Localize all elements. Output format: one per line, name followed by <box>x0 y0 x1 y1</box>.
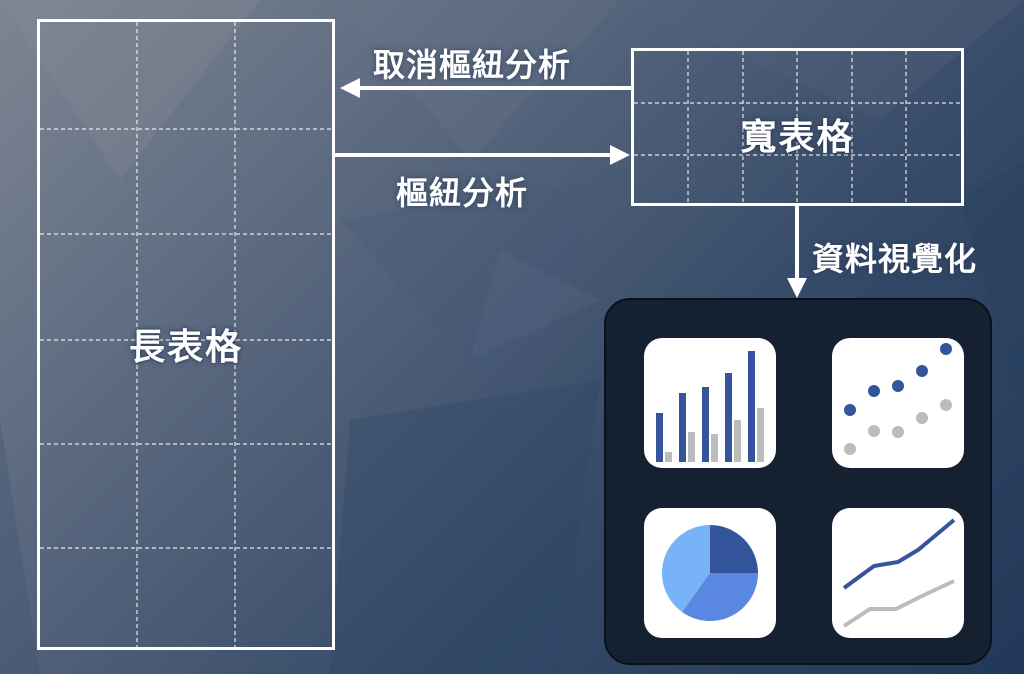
wide-table-grid <box>634 51 961 203</box>
long-table-grid <box>40 22 332 647</box>
wide-table: 寬表格 <box>631 48 964 206</box>
unpivot-label: 取消樞紐分析 <box>373 46 572 84</box>
scatter-plot-icon <box>832 338 964 468</box>
visualization-panel <box>604 298 992 665</box>
pie-chart-icon <box>644 508 776 638</box>
wide-table-label: 寬表格 <box>740 117 855 158</box>
long-table-label: 長表格 <box>128 327 243 368</box>
visualize-label: 資料視覺化 <box>812 240 978 278</box>
long-table: 長表格 <box>37 19 335 650</box>
bar-chart-icon <box>644 338 776 468</box>
pivot-label: 樞紐分析 <box>396 174 529 212</box>
line-chart-icon <box>832 508 964 638</box>
